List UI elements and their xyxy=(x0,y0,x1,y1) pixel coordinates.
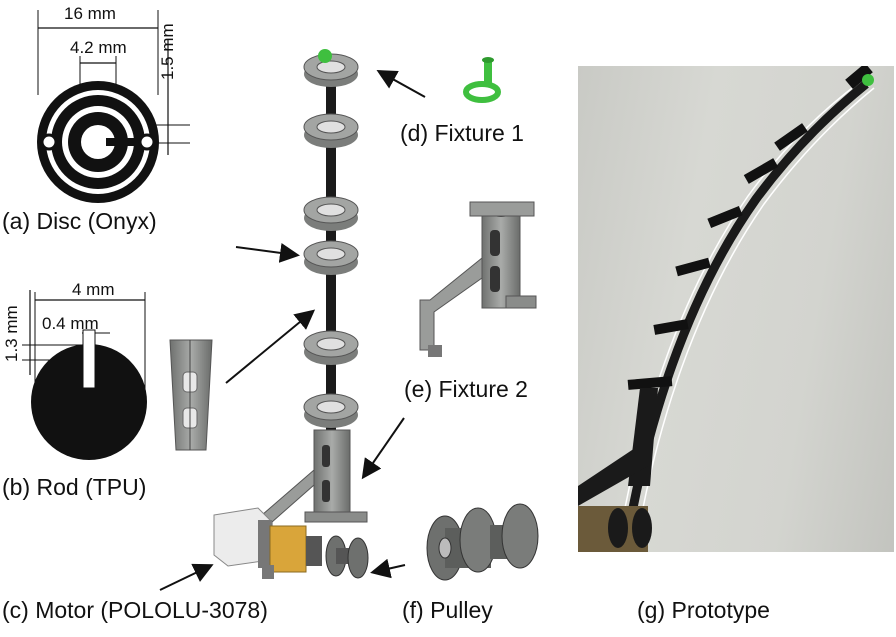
disc-render xyxy=(303,240,359,275)
prototype-photo xyxy=(578,66,894,552)
disc-render xyxy=(303,49,359,87)
disc-inner-diameter-label: 4.2 mm xyxy=(70,38,127,57)
fixture2-large-render xyxy=(419,201,537,357)
prototype-drawing xyxy=(578,66,875,552)
fixture1-render xyxy=(463,57,501,103)
caption-prototype: (g) Prototype xyxy=(637,597,770,623)
rod-side-label: 1.3 mm xyxy=(2,305,21,362)
pointer-arrows xyxy=(159,70,426,591)
rod-slot-label: 0.4 mm xyxy=(42,314,99,333)
disc-drawing xyxy=(37,10,190,203)
caption-motor: (c) Motor (POLOLU-3078) xyxy=(2,597,268,623)
disc-render xyxy=(303,113,359,148)
caption-disc: (a) Disc (Onyx) xyxy=(2,208,157,234)
motor-render xyxy=(213,507,369,579)
disc-render xyxy=(303,393,359,428)
caption-rod: (b) Rod (TPU) xyxy=(2,474,147,500)
caption-fixture1: (d) Fixture 1 xyxy=(400,120,524,146)
rod-segment-render xyxy=(169,339,213,451)
disc-side-thickness-label: 1.5 mm xyxy=(158,23,177,80)
disc-render xyxy=(303,330,359,365)
pulley-render xyxy=(426,503,539,581)
fixture2-render xyxy=(261,429,368,561)
assembly-render xyxy=(213,49,369,579)
caption-pulley: (f) Pulley xyxy=(402,597,493,623)
rod-drawing xyxy=(22,290,147,460)
disc-outer-diameter-label: 16 mm xyxy=(64,4,116,23)
disc-render xyxy=(303,196,359,231)
rod-width-label: 4 mm xyxy=(72,280,115,299)
caption-fixture2: (e) Fixture 2 xyxy=(404,376,528,402)
